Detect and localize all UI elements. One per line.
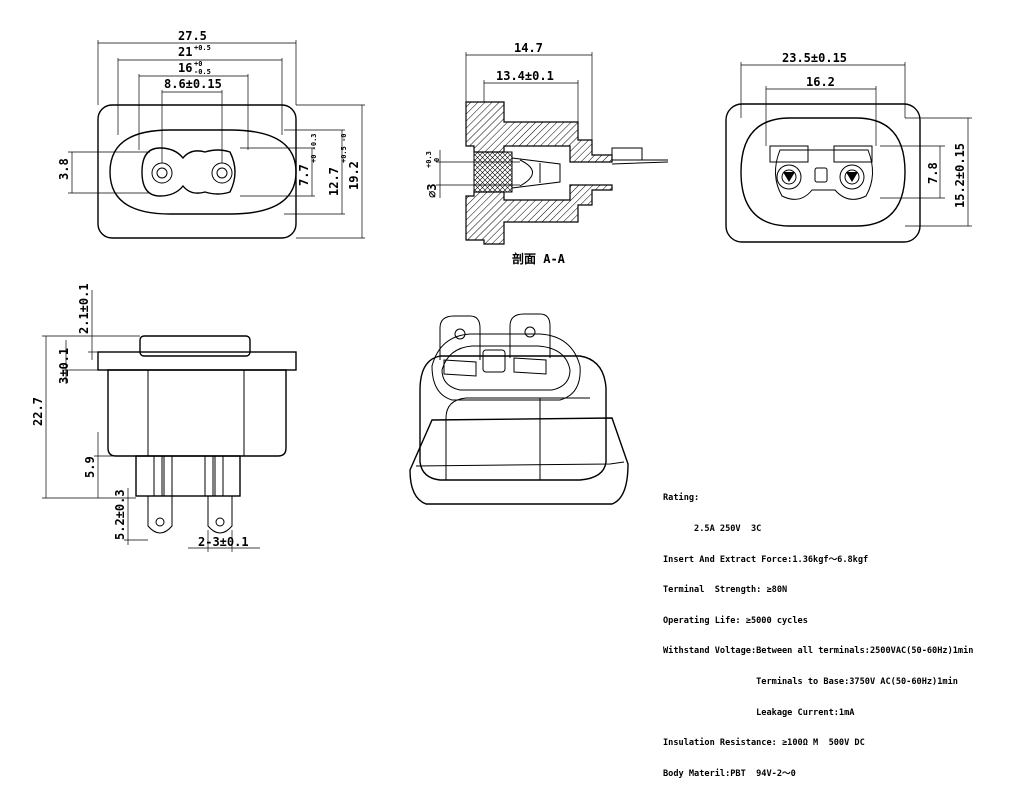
dim-2-1: 2.1±0.1 (77, 283, 91, 334)
spec-operating-life: Operating Life: ≥5000 cycles (663, 615, 808, 626)
front-flange-outline (97, 104, 297, 239)
dim-7-7-tol: +0 -0.3 (310, 133, 318, 163)
rear-view: 23.5±0.15 16.2 7.8 15.2±0.15 (725, 51, 972, 243)
iso-terminal-right (509, 313, 551, 358)
front-socket-outline (109, 129, 297, 215)
dim-22-7: 22.7 (31, 397, 45, 426)
dim-12-7-tol: +0.5 -0 (340, 133, 348, 163)
dim-16-tol-top: +0 (194, 60, 202, 68)
dim-21-tol: +0.5 (194, 44, 211, 52)
section-body-hatched (465, 101, 613, 163)
rear-pin-right (839, 164, 865, 190)
spec-insulation-resistance: Insulation Resistance: ≥100Ω M 500V DC (663, 738, 865, 749)
dim-diameter: ∅3 (425, 184, 439, 198)
spec-rating-value: 2.5A 250V 3C (663, 524, 762, 534)
spec-terminal-strength: Terminal Strength: ≥80N (663, 585, 788, 596)
dim-diameter-tol-bot: 0 (433, 158, 441, 162)
spec-leakage-current: Leakage Current:1mA (663, 707, 855, 718)
dim-3: 3±0.1 (57, 348, 71, 384)
section-view: 14.7 13.4±0.1 ∅3 +0.3 0 剖面 A-A (425, 41, 669, 266)
dim-5-9: 5.9 (83, 456, 97, 478)
specifications-block: Rating: 2.5A 250V 3C Insert And Extract … (663, 473, 973, 789)
iso-flange (409, 417, 629, 505)
side-terminal-left (147, 496, 173, 534)
rear-pin-left (776, 164, 802, 190)
dim-3-8: 3.8 (57, 158, 71, 180)
front-pin-right (211, 162, 233, 184)
front-pin-left (151, 162, 173, 184)
front-socket-inner (141, 147, 236, 197)
section-caption: 剖面 A-A (512, 251, 566, 266)
dim-19-2: 19.2 (347, 161, 361, 190)
dim-12-7: 12.7 (327, 167, 341, 196)
dim-5-2: 5.2±0.3 (113, 489, 127, 540)
section-contact (473, 151, 513, 193)
dim-overall-width: 27.5 (178, 29, 207, 43)
dim-16-2: 16.2 (806, 75, 835, 89)
dim-pin-spacing: 8.6±0.15 (164, 77, 222, 91)
dim-23-5: 23.5±0.15 (782, 51, 847, 65)
dim-13-4: 13.4±0.1 (496, 69, 554, 83)
isometric-view (409, 313, 629, 505)
dim-15-2: 15.2±0.15 (953, 143, 967, 208)
side-flange (97, 351, 297, 371)
side-terminal-right (207, 496, 233, 534)
technical-drawing: 27.5 21 +0.5 16 +0 -0.5 8.6±0.15 3.8 7.7… (31, 29, 972, 552)
dim-7-8: 7.8 (926, 162, 940, 184)
spec-rating-label: Rating: (663, 493, 700, 504)
iso-body-front (419, 355, 607, 481)
rear-flange-outline (725, 103, 921, 243)
front-view: 27.5 21 +0.5 16 +0 -0.5 8.6±0.15 3.8 7.7… (57, 29, 365, 239)
dim-16: 16 (178, 61, 192, 75)
side-body (107, 369, 287, 457)
dim-21: 21 (178, 45, 192, 59)
rear-socket-outline (740, 117, 906, 227)
dim-7-7: 7.7 (297, 164, 311, 186)
dim-2-3: 2-3±0.1 (198, 535, 249, 549)
spec-withstand-voltage: Withstand Voltage:Between all terminals:… (663, 646, 974, 657)
spec-insert-force: Insert And Extract Force:1.36kgf～6.8kgf (663, 554, 869, 565)
side-view: 2.1±0.1 3±0.1 22.7 5.9 5.2±0.3 2-3±0.1 (31, 283, 297, 552)
iso-terminal-left (439, 315, 481, 360)
spec-terminals-to-base: Terminals to Base:3750V AC(50-60Hz)1min (663, 676, 958, 687)
dim-diameter-tol-top: +0.3 (425, 151, 433, 168)
spec-body-material: Body Materil:PBT 94V-2～0 (663, 768, 796, 779)
dim-14-7: 14.7 (514, 41, 543, 55)
dim-16-tol-bot: -0.5 (194, 68, 211, 76)
